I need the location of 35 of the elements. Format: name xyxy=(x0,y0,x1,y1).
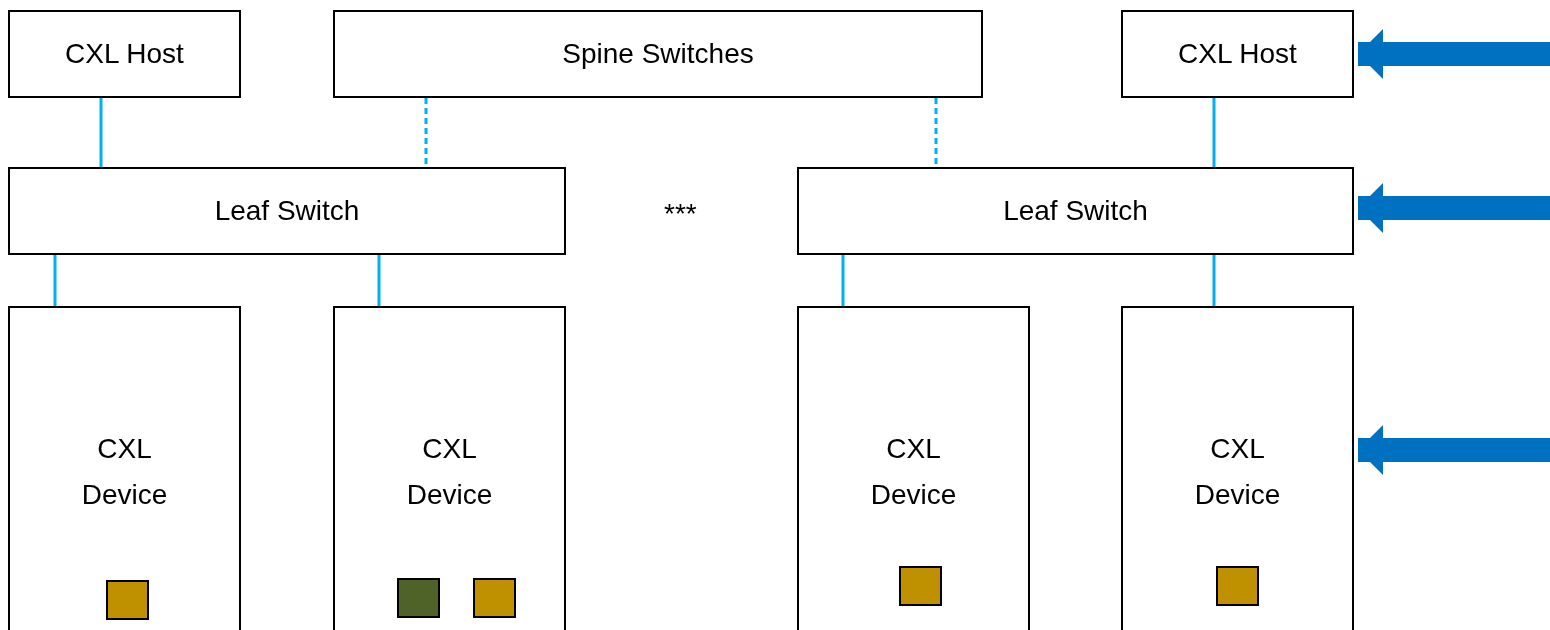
block-arrow xyxy=(1358,29,1550,79)
connector-line xyxy=(99,98,103,167)
node-label: Spine Switches xyxy=(562,37,754,71)
node-label: CXL Device xyxy=(405,432,494,512)
node-label: CXL Device xyxy=(1193,432,1282,512)
connector-line xyxy=(841,255,845,306)
node-label: CXL Host xyxy=(65,37,184,71)
connector-line xyxy=(934,98,938,167)
node-label: CXL Host xyxy=(1178,37,1297,71)
connector-line xyxy=(377,255,381,306)
switch-box xyxy=(797,167,1354,255)
node-label: CXL Device xyxy=(80,432,169,512)
square-marker xyxy=(106,580,149,620)
device-box xyxy=(8,306,241,630)
connector-line xyxy=(1212,98,1216,167)
node-label: Leaf Switch xyxy=(214,194,360,228)
square-marker xyxy=(473,578,516,618)
connector-line xyxy=(424,98,428,167)
device-box xyxy=(797,306,1030,630)
connector-line xyxy=(53,255,57,306)
switch-box xyxy=(333,10,983,98)
node-label: Leaf Switch xyxy=(1003,194,1148,228)
device-box xyxy=(333,306,566,630)
switch-box xyxy=(8,167,566,255)
block-arrow xyxy=(1358,183,1550,233)
square-marker xyxy=(397,578,440,618)
device-box xyxy=(1121,306,1354,630)
connector-line xyxy=(1212,255,1216,306)
node-label: CXL Device xyxy=(869,432,958,512)
square-marker xyxy=(899,566,942,606)
block-arrow xyxy=(1358,425,1550,475)
ellipsis-label: *** xyxy=(664,198,697,230)
switch-box xyxy=(8,10,241,98)
switch-box xyxy=(1121,10,1354,98)
square-marker xyxy=(1216,566,1259,606)
